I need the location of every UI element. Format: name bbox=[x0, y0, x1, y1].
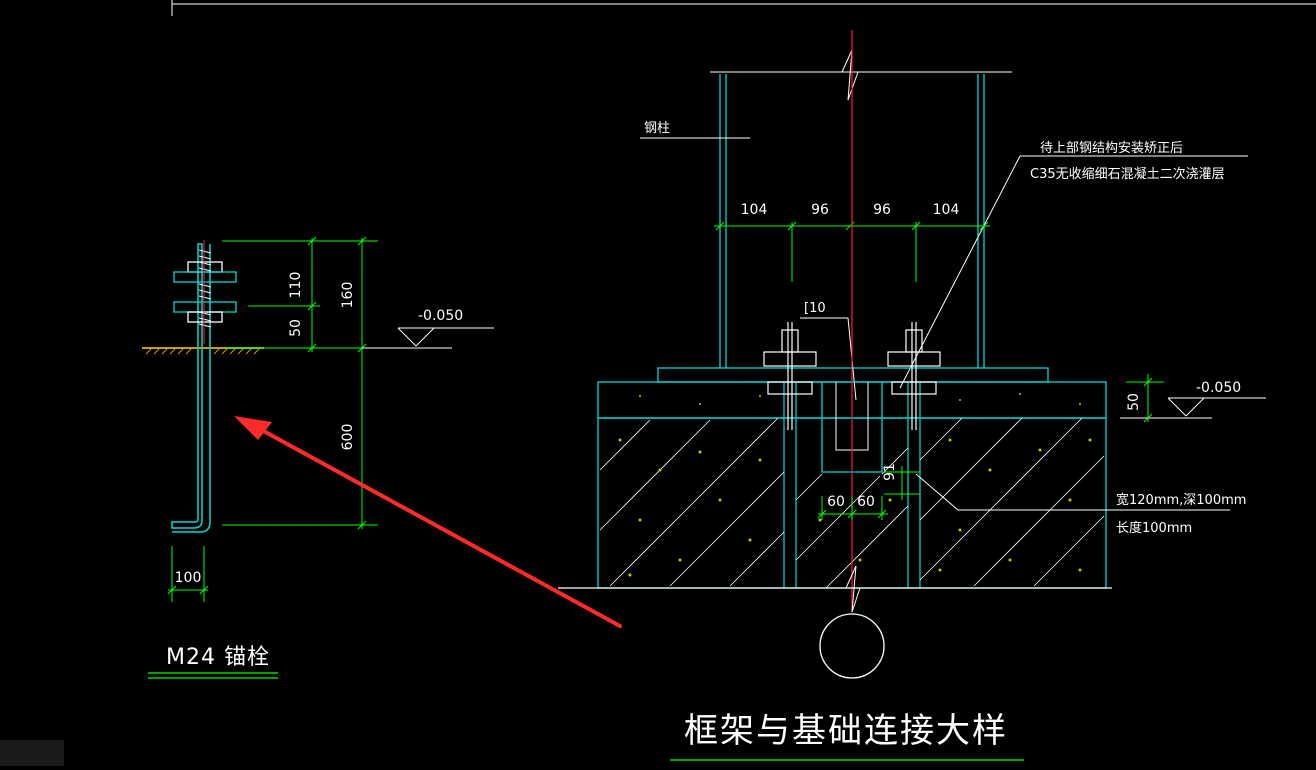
anchor-dimensions bbox=[167, 236, 378, 602]
bolt-shaft bbox=[171, 243, 203, 529]
top-washer bbox=[173, 271, 237, 283]
break-symbol-top bbox=[841, 49, 859, 101]
groove-leader bbox=[915, 473, 959, 511]
break-symbol-bottom bbox=[845, 565, 861, 613]
foundation-hatch bbox=[599, 417, 1105, 589]
dim-91: 91 bbox=[882, 463, 898, 481]
right-dimension-50 bbox=[1126, 374, 1164, 423]
steel-column bbox=[719, 74, 985, 368]
elevation-label-left: -0.050 bbox=[418, 308, 463, 324]
dim-60-b: 60 bbox=[857, 494, 875, 510]
elevation-label-right: -0.050 bbox=[1196, 380, 1241, 396]
dim-50-main: 50 bbox=[1126, 393, 1142, 411]
section-anchor-bolts bbox=[763, 322, 941, 430]
elevation-marker-left bbox=[362, 327, 494, 349]
dim-top-4: 104 bbox=[933, 202, 960, 218]
elevation-marker-right bbox=[1120, 397, 1266, 419]
dim-60-a: 60 bbox=[827, 494, 845, 510]
dim-top-2: 96 bbox=[811, 202, 829, 218]
corner-panel bbox=[0, 740, 64, 766]
concrete-aggregate bbox=[618, 393, 1092, 577]
groove-dimensions bbox=[817, 466, 920, 520]
main-detail: 钢柱 待上部钢结构安装矫正后 C35无收缩细石混凝土二次浇灌层 104 96 9… bbox=[558, 30, 1266, 761]
dim-160: 160 bbox=[340, 282, 356, 309]
mid-washer bbox=[173, 301, 237, 313]
groove-note-1: 宽120mm,深100mm bbox=[1116, 492, 1246, 508]
main-title: 框架与基础连接大样 bbox=[684, 711, 1008, 751]
dim-50-anchor: 50 bbox=[288, 319, 304, 337]
red-arrow-icon bbox=[234, 416, 622, 628]
steel-column-label: 钢柱 bbox=[644, 121, 670, 136]
note-line-2: C35无收缩细石混凝土二次浇灌层 bbox=[1030, 166, 1225, 182]
bolt-shaft-outer bbox=[172, 244, 211, 533]
anchor-sleeves bbox=[783, 382, 921, 588]
dim-100: 100 bbox=[175, 570, 202, 586]
dim-600: 600 bbox=[340, 424, 356, 451]
note-line-1: 待上部钢结构安装矫正后 bbox=[1040, 141, 1183, 156]
groove-note-2: 长度100mm bbox=[1116, 520, 1192, 536]
circle-icon bbox=[819, 613, 885, 679]
dim-top-3: 96 bbox=[873, 202, 891, 218]
dim-110: 110 bbox=[288, 272, 304, 299]
dim-top-1: 104 bbox=[741, 202, 768, 218]
ground-hatch bbox=[145, 347, 261, 355]
anchor-bolt-detail: 110 160 50 600 100 -0.050 M24 锚栓 bbox=[142, 236, 494, 679]
anchor-title: M24 锚栓 bbox=[166, 645, 270, 670]
channel-label: [10 bbox=[804, 301, 826, 316]
note-leader bbox=[899, 155, 1021, 389]
bottom-nut bbox=[187, 311, 223, 323]
